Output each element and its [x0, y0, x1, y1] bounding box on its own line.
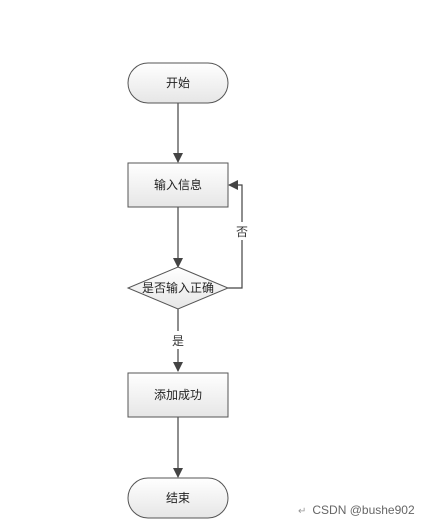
end-node: 结束 [127, 477, 229, 519]
edge-label-yes: 是 [172, 334, 184, 348]
decision-node-label: 是否输入正确 [142, 280, 214, 295]
input-node: 输入信息 [127, 162, 229, 208]
input-node-label: 输入信息 [154, 177, 202, 192]
watermark-text: CSDN @bushe902 [312, 503, 415, 517]
success-node: 添加成功 [127, 372, 229, 418]
decision-node: 是否输入正确 [126, 266, 230, 310]
no-label-bg [234, 222, 250, 240]
start-node: 开始 [127, 62, 229, 104]
watermark: ↵ CSDN @bushe902 [298, 503, 415, 517]
return-mark: ↵ [298, 506, 307, 517]
end-node-label: 结束 [166, 491, 190, 505]
edge-label-no: 否 [236, 225, 248, 239]
yes-label-bg [170, 331, 186, 349]
success-node-label: 添加成功 [154, 388, 202, 402]
start-node-label: 开始 [166, 76, 190, 90]
